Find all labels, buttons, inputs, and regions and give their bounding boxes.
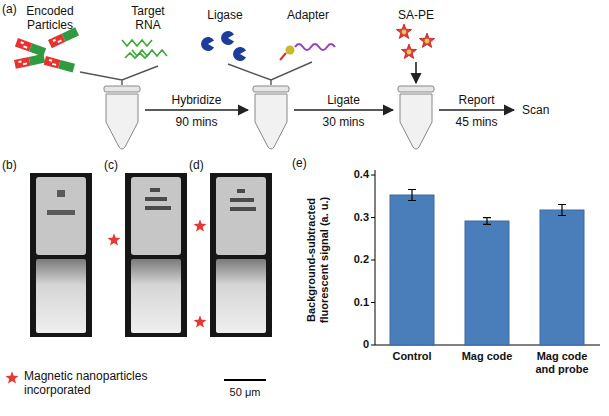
- micrograph-ground: [125, 173, 187, 337]
- rna-strand: [122, 40, 152, 46]
- reagent-label: Encoded Particles: [15, 4, 85, 32]
- code-mark: [230, 207, 256, 211]
- ligase-icon: [201, 37, 214, 51]
- reagent-label: Ligase: [200, 8, 250, 22]
- reaction-tube: Encoded ParticlesTarget RNA: [103, 86, 141, 150]
- tick-label: 0.1: [327, 296, 369, 309]
- reaction-tube: LigaseAdapter: [252, 86, 290, 150]
- particle-code-region: [131, 177, 181, 255]
- tick-label: 0: [327, 338, 369, 351]
- tick-mark: [371, 345, 375, 346]
- particle-code-region: [36, 177, 86, 255]
- adapter-strand: [295, 44, 335, 50]
- adapter-strand: [280, 53, 286, 60]
- mixing-funnel: [80, 66, 158, 85]
- bar: [540, 210, 584, 345]
- category-label: Mag code and probe: [527, 350, 597, 376]
- step-name: Ligate: [299, 93, 389, 107]
- sa-pe-star: [419, 33, 434, 47]
- magnet-star: [194, 219, 207, 231]
- tube-body: [255, 94, 287, 149]
- code-mark: [145, 206, 171, 210]
- particle-probe-region: [131, 259, 181, 333]
- tick-label: 0.2: [327, 253, 369, 266]
- mixing-funnel: [228, 62, 312, 85]
- tube-outline: [252, 86, 290, 150]
- magnet-star: [194, 315, 207, 327]
- y-axis: [375, 170, 376, 345]
- tube-cap: [253, 86, 289, 92]
- addition-arrow: [415, 62, 417, 83]
- tube-cap: [104, 86, 140, 92]
- bar: [465, 221, 509, 345]
- tick-label: 0.3: [327, 211, 369, 224]
- tube-outline: [397, 86, 435, 150]
- magnet-star: [108, 233, 121, 245]
- legend-text: Magnetic nanoparticles incorporated: [24, 369, 174, 397]
- panel-letter: (e): [292, 156, 322, 170]
- particle-probe-region: [216, 259, 266, 333]
- sa-pe-star: [396, 24, 411, 38]
- particle-probe-region: [36, 259, 86, 333]
- duration-label: 45 mins: [432, 115, 522, 129]
- code-mark: [145, 197, 167, 201]
- step-node: Scan: [518, 101, 553, 119]
- step-name: Hybridize: [152, 93, 242, 107]
- panel-letter: (d): [189, 158, 219, 172]
- tick-mark: [371, 302, 375, 303]
- process-arrow: [439, 109, 514, 111]
- rna-strand: [125, 53, 150, 58]
- tick-mark: [371, 260, 375, 261]
- category-label: Mag code: [452, 350, 522, 363]
- bar: [390, 195, 434, 345]
- tube-cap: [398, 86, 434, 92]
- tick-mark: [371, 175, 375, 176]
- scale-bar: [224, 379, 266, 381]
- tick-mark: [371, 217, 375, 218]
- legend-star: [6, 371, 19, 383]
- tube-outline: [103, 86, 141, 150]
- panel-letter: (c): [104, 158, 134, 172]
- ligase-icon: [221, 31, 234, 45]
- reagent-label: SA-PE: [381, 8, 451, 22]
- ligase-icon: [233, 47, 246, 61]
- code-mark: [47, 210, 75, 215]
- step-name: Report: [432, 93, 522, 107]
- process-arrow: [294, 109, 393, 111]
- tick-label: 0.4: [327, 168, 369, 181]
- error-bar: [483, 218, 491, 225]
- duration-label: 90 mins: [152, 115, 242, 129]
- particle-code-region: [216, 177, 266, 255]
- encoded-particle: [15, 38, 46, 57]
- scale-bar-label: 50 μm: [215, 386, 275, 399]
- panel-letter: (a): [2, 2, 32, 16]
- reaction-tube: SA-PE: [397, 86, 435, 150]
- error-bar: [408, 190, 416, 201]
- micrograph-ground: [210, 173, 272, 337]
- tube-body: [106, 94, 138, 149]
- process-arrow: [145, 109, 248, 111]
- sa-pe-star: [401, 44, 416, 58]
- code-mark: [237, 189, 245, 193]
- encoded-particle: [44, 56, 75, 72]
- code-mark: [230, 198, 254, 202]
- axis-title: Background-subtracted fluorescent signal…: [305, 175, 331, 345]
- error-bar: [558, 205, 566, 216]
- reagent-label: Target RNA: [123, 4, 173, 32]
- panel-letter: (b): [2, 158, 32, 172]
- step-label: Scan: [522, 103, 549, 117]
- adapter-biotin: [286, 46, 295, 55]
- micrograph-ground: [30, 173, 92, 337]
- duration-label: 30 mins: [299, 115, 389, 129]
- category-label: Control: [377, 350, 447, 363]
- code-mark: [57, 190, 65, 197]
- reagent-label: Adapter: [278, 8, 338, 22]
- code-mark: [150, 188, 160, 192]
- encoded-particle: [14, 54, 45, 69]
- tube-body: [400, 94, 432, 149]
